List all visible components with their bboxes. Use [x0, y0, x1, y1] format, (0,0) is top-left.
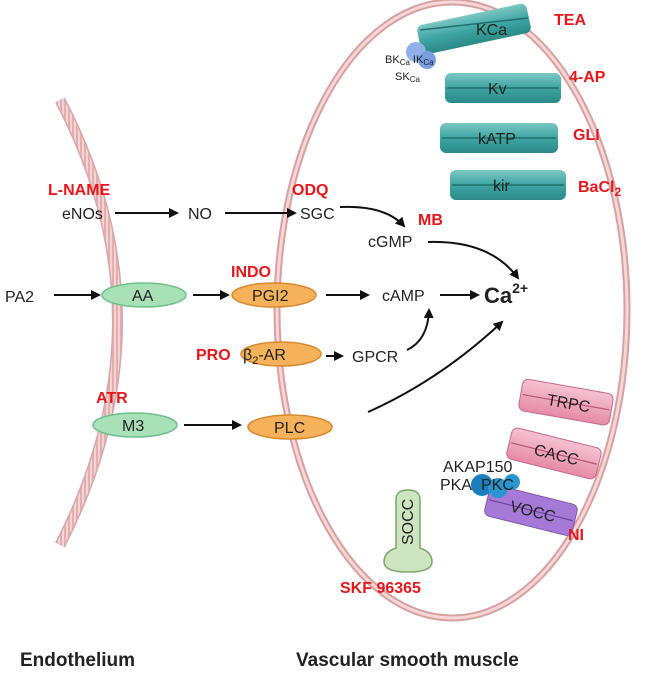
- tea-label: TEA: [554, 12, 586, 29]
- akap-complex: AKAP150 PKA PKC: [440, 459, 520, 498]
- kir-label: kir: [493, 178, 511, 195]
- kv-channel: Kv: [445, 73, 561, 103]
- arrow-sgc-cgmp: [339, 205, 406, 228]
- vocc-channel: VOCC: [484, 484, 578, 536]
- aa-label: AA: [132, 288, 154, 305]
- pkc-label: PKC: [481, 477, 514, 494]
- plc-node: [247, 414, 333, 440]
- pgi2-label: PGI2: [252, 288, 289, 305]
- ikca-label: IK: [413, 54, 424, 66]
- ni-label: NI: [568, 527, 584, 544]
- pa2-label: PA2: [5, 289, 34, 306]
- pka-label: PKA: [440, 477, 472, 494]
- arrow-plc-ca: [367, 320, 504, 413]
- socc-label: SOCC: [400, 499, 417, 545]
- trpc-channel: TRPC: [518, 378, 614, 426]
- m3-label: M3: [122, 418, 144, 435]
- beta2ar-label: β2-AR: [243, 347, 286, 367]
- enos-label: eNOs: [62, 206, 103, 223]
- skca-label: SK: [395, 71, 410, 83]
- 4ap-label: 4-AP: [569, 69, 606, 86]
- beta2ar-node: [240, 341, 322, 367]
- cacc-channel: CACC: [506, 427, 602, 480]
- sgc-label: SGC: [300, 206, 335, 223]
- akap-label: AKAP150: [443, 459, 512, 476]
- indo-label: INDO: [231, 264, 271, 281]
- aa-node: [101, 282, 187, 308]
- atr-label: ATR: [96, 390, 128, 407]
- arrow-cgmp-ca: [427, 240, 520, 280]
- gli-label: GLI: [573, 127, 600, 144]
- camp-label: cAMP: [382, 288, 425, 305]
- arrow-gpcr-camp: [406, 308, 434, 351]
- skf-label: SKF 96365: [340, 580, 421, 597]
- vsm-caption: Vascular smooth muscle: [296, 650, 519, 671]
- lname-label: L-NAME: [48, 182, 111, 199]
- kv-label: Kv: [488, 81, 507, 98]
- bacl2-label: BaCl2: [578, 179, 621, 199]
- no-label: NO: [188, 206, 212, 223]
- odq-label: ODQ: [292, 182, 328, 199]
- cgmp-label: cGMP: [368, 234, 412, 251]
- mb-label: MB: [418, 212, 443, 229]
- pgi2-node: [231, 282, 317, 308]
- plc-label: PLC: [274, 420, 305, 437]
- kca-channel: KCa: [417, 3, 531, 55]
- pro-label: PRO: [196, 347, 231, 364]
- ca-label: Ca2+: [484, 280, 528, 308]
- gpcr-label: GPCR: [352, 349, 398, 366]
- socc-channel: SOCC: [383, 489, 433, 573]
- katp-channel: kATP: [440, 123, 558, 153]
- endothelium-membrane-inner: [56, 98, 122, 547]
- katp-label: kATP: [478, 131, 516, 148]
- kca-label: KCa: [476, 22, 507, 39]
- svg-text:SKCa: SKCa: [395, 71, 420, 84]
- kir-channel: kir: [450, 170, 566, 200]
- m3-node: [92, 412, 178, 438]
- bkca-label: BK: [385, 54, 400, 66]
- endothelium-caption: Endothelium: [20, 650, 135, 671]
